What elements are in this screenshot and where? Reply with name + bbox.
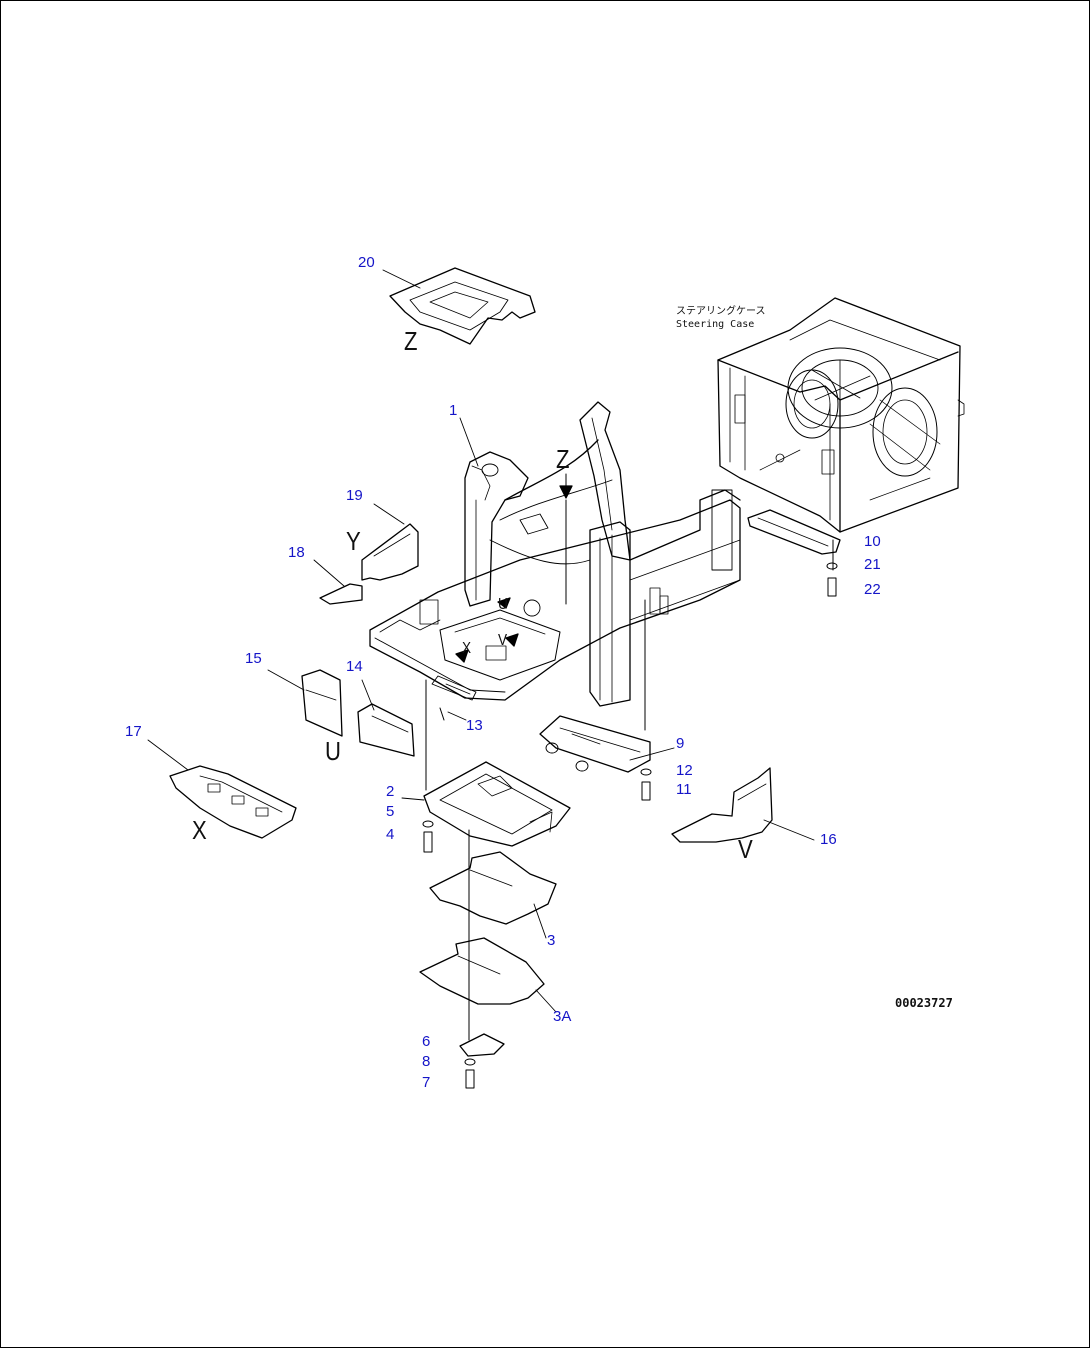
steering-case-label-jp: ステアリングケース	[676, 306, 766, 317]
steering-case	[717, 297, 965, 533]
part-22-cover-plate	[389, 267, 536, 345]
part-19-plate	[169, 765, 297, 839]
callout-10: 11	[676, 781, 692, 798]
part-6-plate	[459, 1033, 505, 1057]
view-letter-v-frame: V	[498, 632, 508, 649]
view-letter-u-frame: U	[498, 596, 508, 613]
fasteners	[422, 562, 838, 1089]
view-letter-v: V	[738, 834, 753, 864]
part-3-gasket	[429, 851, 557, 925]
callout-13: 22	[864, 581, 881, 598]
part-17-panel	[301, 669, 343, 737]
callout-3a: 3A	[553, 1008, 572, 1025]
part-20-panel	[319, 583, 363, 605]
part-21-panel	[361, 523, 419, 581]
callout-17: 15	[245, 650, 262, 667]
callout-22: 20	[358, 254, 375, 271]
part-9-bracket	[539, 715, 651, 773]
main-frame	[369, 401, 741, 707]
callout-21: 19	[346, 487, 363, 504]
callout-20: 18	[288, 544, 305, 561]
steering-case-label-en: Steering Case	[676, 319, 755, 330]
part-16-panel	[357, 703, 415, 757]
part-2-cover	[423, 761, 571, 847]
callout-16: 14	[346, 658, 363, 675]
callout-9: 9	[676, 735, 685, 752]
callout-3: 3	[547, 932, 556, 949]
callout-6: 6	[422, 1033, 431, 1050]
callout-2: 2	[386, 783, 395, 800]
callout-12: 10	[864, 533, 881, 550]
drawing-number: 00023727	[895, 996, 953, 1010]
callout-5: 5	[386, 803, 395, 820]
view-letter-y: Y	[346, 526, 361, 556]
part-3a-plate	[419, 937, 545, 1005]
part-12-bracket	[747, 509, 841, 555]
callout-7: 7	[422, 1074, 431, 1091]
callout-4: 4	[386, 826, 395, 843]
callout-8: 8	[422, 1053, 431, 1070]
view-letter-x-frame: X	[462, 640, 472, 657]
assembly-guide-lines	[425, 499, 834, 1041]
callout-15: 13	[466, 717, 483, 734]
view-letter-u: U	[325, 736, 341, 766]
part-18-panel	[671, 767, 773, 843]
view-letter-z-frame: Z	[556, 444, 570, 474]
callout-11: 12	[676, 762, 693, 779]
view-letter-z-top: Z	[404, 326, 418, 356]
callout-19: 17	[125, 723, 142, 740]
leader-lines	[147, 269, 815, 1013]
view-letter-x: X	[192, 815, 207, 845]
callout-18: 16	[820, 831, 837, 848]
callout-1: 1	[449, 402, 458, 419]
callout-14: 21	[864, 556, 881, 573]
